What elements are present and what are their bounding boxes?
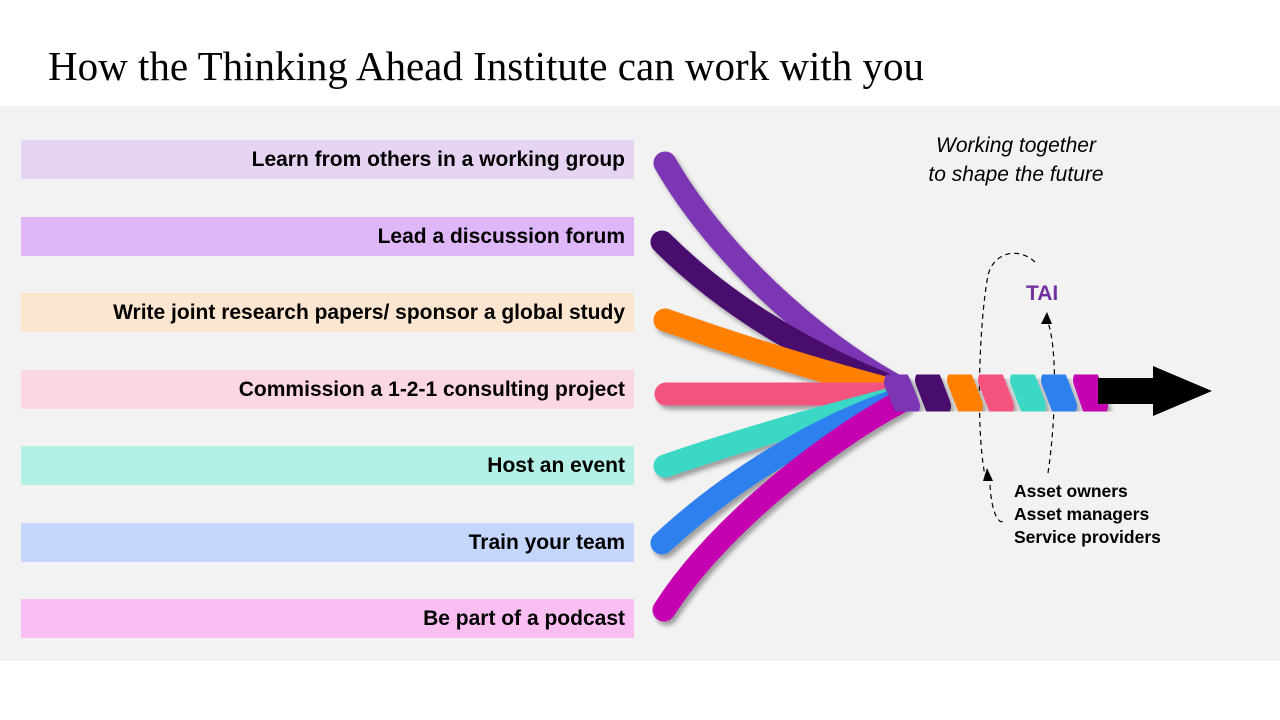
option-bar-train-team: Train your team (21, 523, 634, 562)
option-label: Lead a discussion forum (377, 224, 625, 248)
option-label: Learn from others in a working group (251, 147, 625, 171)
stakeholder-item: Asset owners (1014, 481, 1128, 501)
option-label: Commission a 1-2-1 consulting project (238, 377, 625, 401)
tagline-line-2: to shape the future (928, 163, 1104, 186)
twist-segment-6 (1041, 367, 1077, 419)
orbit-loop-right (1045, 317, 1056, 474)
option-label: Write joint research papers/ sponsor a g… (113, 300, 625, 324)
twist-segment-3 (947, 367, 983, 419)
tagline: Working together to shape the future (860, 131, 1172, 189)
orbit-arrow-up-icon (983, 468, 993, 481)
option-bar-podcast: Be part of a podcast (21, 599, 634, 638)
orbit-loop-back (978, 252, 1036, 481)
option-bar-research-papers: Write joint research papers/ sponsor a g… (21, 293, 634, 332)
hub-label: TAI (1026, 282, 1059, 305)
twist-segment-2 (915, 367, 951, 419)
orbit-loop-front (989, 484, 1004, 523)
twist-segment-1 (884, 369, 920, 419)
orbit-arrow-up-icon (1041, 312, 1052, 324)
stakeholder-item: Service providers (1014, 527, 1161, 547)
page-title: How the Thinking Ahead Institute can wor… (48, 43, 925, 89)
option-label: Train your team (468, 530, 625, 554)
option-bar-working-group: Learn from others in a working group (21, 140, 634, 179)
option-bar-consulting-project: Commission a 1-2-1 consulting project (21, 370, 634, 409)
option-label: Be part of a podcast (423, 606, 625, 630)
stakeholder-item: Asset managers (1014, 504, 1150, 524)
option-bar-host-event: Host an event (21, 446, 634, 485)
tagline-line-1: Working together (936, 134, 1096, 157)
output-arrow-icon (1098, 366, 1212, 416)
twist-segment-4 (978, 367, 1014, 419)
option-label: Host an event (487, 453, 625, 477)
option-bar-discussion-forum: Lead a discussion forum (21, 217, 634, 256)
stakeholder-list: Asset owners Asset managers Service prov… (1014, 480, 1161, 549)
twist-segment-7 (1073, 367, 1108, 419)
twist-segment-5 (1010, 367, 1046, 419)
strand-podcast (652, 390, 912, 622)
